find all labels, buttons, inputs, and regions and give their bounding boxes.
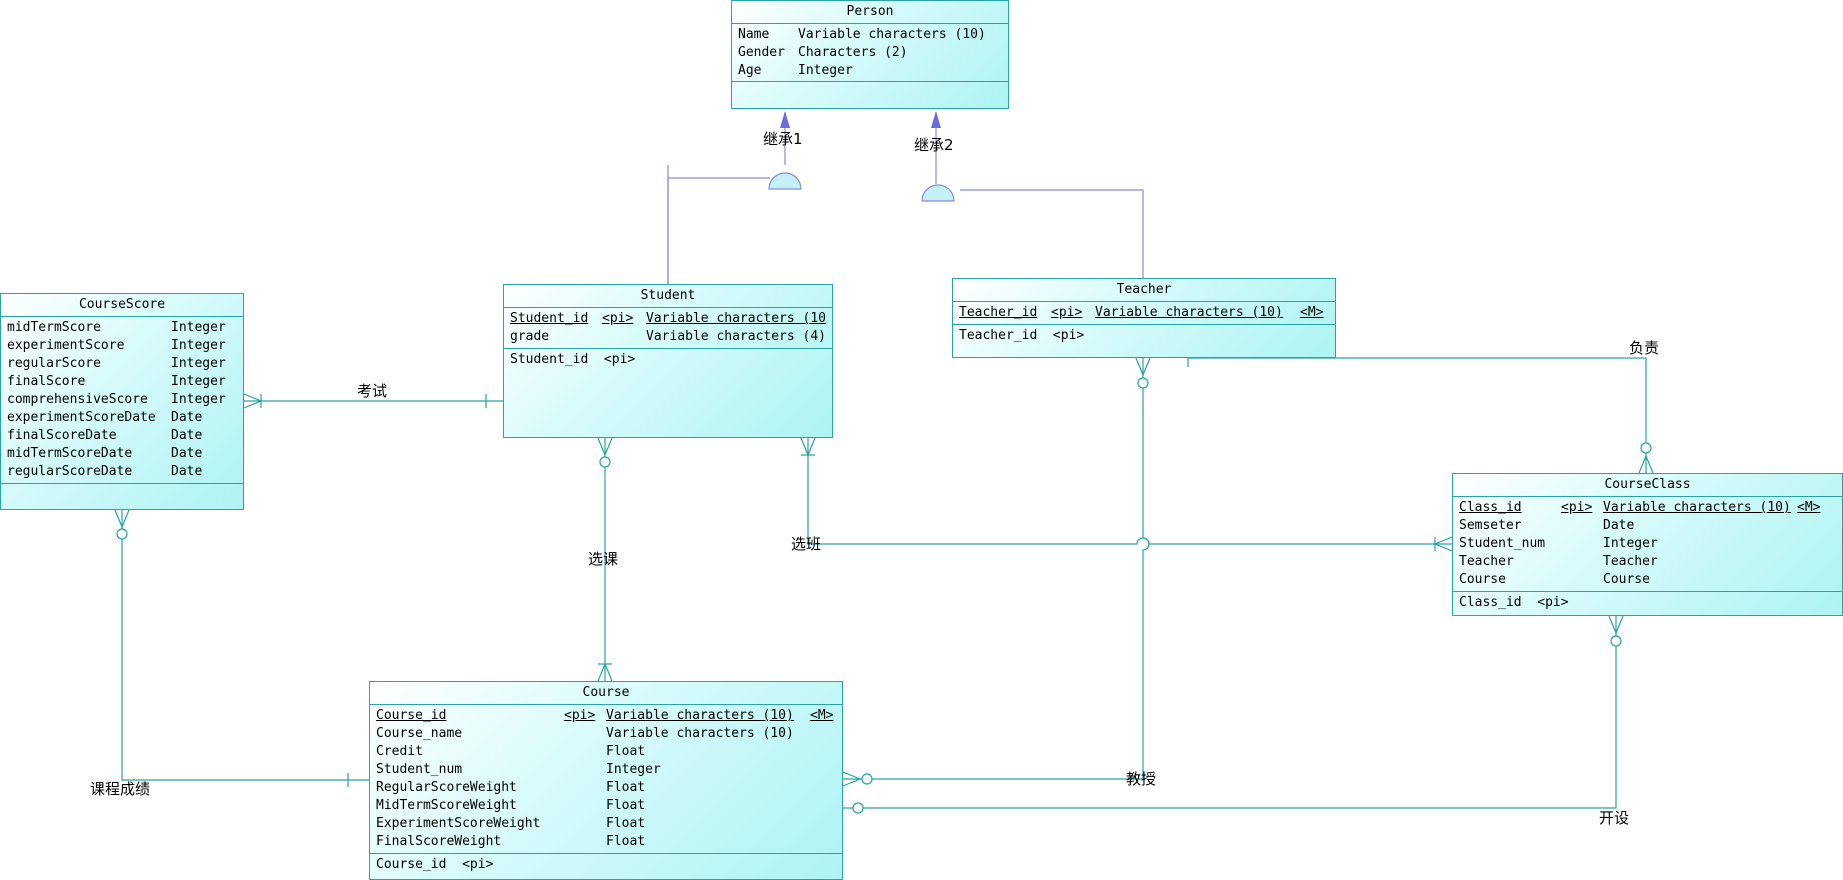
- select-course-top-crowfoot: [597, 437, 613, 457]
- identifier-row: Student_id <pi>: [510, 352, 636, 367]
- course-score-top-circle: [116, 528, 128, 540]
- attribute-list: Teacher_id<pi>Variable characters (10)<M…: [953, 302, 1335, 325]
- inherit2-arrow: [931, 111, 941, 128]
- entity-title: CourseScore: [1, 294, 243, 317]
- identifier-list: Class_id <pi>: [1453, 592, 1842, 614]
- open-line: [843, 616, 1617, 809]
- student-to-inherit1-line: [667, 177, 770, 284]
- attribute-row: Teacher_id<pi>Variable characters (10)<M…: [959, 305, 1324, 320]
- label-select-class: 选班: [791, 535, 822, 553]
- label-inherit2: 继承2: [914, 136, 954, 154]
- inherit1-symbol: [768, 172, 802, 190]
- select-course-bottom-crowfoot: [597, 662, 613, 682]
- open-top-circle: [1610, 635, 1622, 647]
- open-top-crowfoot: [1608, 615, 1624, 635]
- course-score-line: [121, 510, 369, 781]
- label-select-course: 选课: [588, 550, 619, 568]
- teach-left-circle: [861, 773, 873, 785]
- select-class-line: [807, 438, 1452, 545]
- attribute-list: Student_id<pi>Variable characters (10 gr…: [504, 308, 832, 349]
- responsible-bottom-circle: [1640, 442, 1652, 454]
- entity-student[interactable]: Student Student_id<pi>Variable character…: [503, 284, 833, 438]
- entity-title: Teacher: [953, 279, 1335, 302]
- attribute-row: Class_id<pi>Variable characters (10)<M>: [1459, 500, 1821, 515]
- inherit1-arrow: [780, 111, 790, 128]
- identifier-list: Course_id <pi>: [370, 854, 842, 876]
- exam-many-crowfoot: [243, 393, 263, 409]
- label-exam: 考试: [357, 382, 388, 400]
- entity-title: Course: [370, 682, 842, 705]
- identifier-row: Teacher_id <pi>: [959, 328, 1085, 343]
- label-teach: 教授: [1126, 770, 1157, 788]
- select-class-right-crowfoot: [1433, 536, 1453, 552]
- attribute-row: Student_id<pi>Variable characters (10: [510, 311, 827, 326]
- teach-line: [843, 358, 1150, 780]
- responsible-line: [1188, 357, 1647, 473]
- entity-title: Student: [504, 285, 832, 308]
- course-score-top-crowfoot: [114, 509, 130, 529]
- entity-courseclass[interactable]: CourseClass Class_id<pi>Variable charact…: [1452, 473, 1843, 616]
- relationship-connectors: [114, 357, 1654, 814]
- teach-top-circle: [1137, 377, 1149, 389]
- label-open: 开设: [1599, 809, 1630, 827]
- label-inherit1: 继承1: [763, 130, 803, 148]
- label-course-score: 课程成绩: [90, 780, 151, 798]
- identifier-list: Teacher_id <pi>: [953, 325, 1335, 347]
- attribute-list: Course_id<pi>Variable characters (10)<M>…: [370, 705, 842, 854]
- responsible-bottom-crowfoot: [1638, 454, 1654, 474]
- inherit2-symbol: [921, 184, 955, 202]
- attribute-row: Course_id<pi>Variable characters (10)<M>: [376, 708, 834, 723]
- entity-teacher[interactable]: Teacher Teacher_id<pi>Variable character…: [952, 278, 1336, 358]
- teach-left-crowfoot: [842, 771, 862, 787]
- identifier-row: Class_id <pi>: [1459, 595, 1569, 610]
- entity-course[interactable]: Course Course_id<pi>Variable characters …: [369, 681, 843, 880]
- open-left-circle: [852, 802, 864, 814]
- entity-title: CourseClass: [1453, 474, 1842, 497]
- identifier-row: Course_id <pi>: [376, 857, 494, 872]
- entity-title: Person: [732, 1, 1008, 24]
- attribute-list: Class_id<pi>Variable characters (10)<M> …: [1453, 497, 1842, 592]
- label-responsible: 负责: [1629, 339, 1660, 357]
- teach-top-crowfoot: [1135, 357, 1151, 377]
- select-course-top-circle: [599, 456, 611, 468]
- identifier-list: Student_id <pi>: [504, 349, 832, 371]
- select-class-top-crowfoot: [800, 437, 816, 457]
